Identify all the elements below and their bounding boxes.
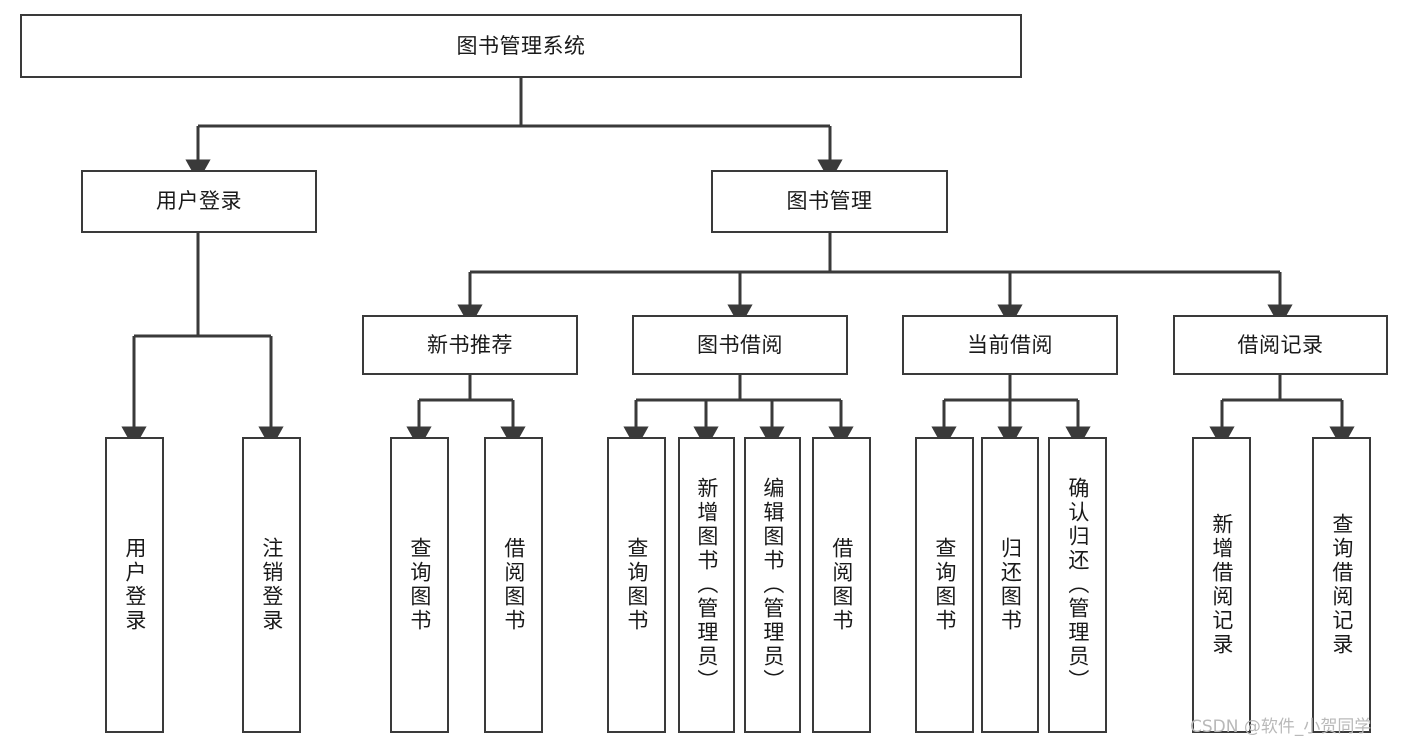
node-label: 图书借阅: [697, 332, 783, 357]
node-current-borrowing[interactable]: 当前借阅: [902, 315, 1118, 375]
node-label: 编辑图书（管理员）: [760, 477, 785, 693]
leaf-borrow-books-recommendation[interactable]: 借阅图书: [484, 437, 543, 733]
node-label: 归还图书: [998, 537, 1023, 633]
node-label: 当前借阅: [967, 332, 1053, 357]
node-root-library-management-system[interactable]: 图书管理系统: [20, 14, 1022, 78]
node-label: 注销登录: [259, 537, 284, 633]
node-label: 图书管理: [786, 189, 873, 214]
node-new-book-recommendation[interactable]: 新书推荐: [362, 315, 578, 375]
node-borrowing-records[interactable]: 借阅记录: [1173, 315, 1388, 375]
leaf-user-login[interactable]: 用户登录: [105, 437, 164, 733]
leaf-query-borrowing-record[interactable]: 查询借阅记录: [1312, 437, 1371, 733]
leaf-query-books-recommendation[interactable]: 查询图书: [390, 437, 449, 733]
node-label: 查询图书: [932, 537, 957, 633]
leaf-query-books-borrowing[interactable]: 查询图书: [607, 437, 666, 733]
node-label: 借阅图书: [829, 537, 854, 633]
leaf-add-borrowing-record[interactable]: 新增借阅记录: [1192, 437, 1251, 733]
node-user-login[interactable]: 用户登录: [81, 170, 317, 233]
leaf-confirm-return-admin[interactable]: 确认归还（管理员）: [1048, 437, 1107, 733]
node-label: 查询图书: [407, 537, 432, 633]
leaf-add-book-admin[interactable]: 新增图书（管理员）: [678, 437, 735, 733]
node-label: 查询图书: [624, 537, 649, 633]
leaf-query-books-current[interactable]: 查询图书: [915, 437, 974, 733]
node-label: 借阅记录: [1237, 332, 1324, 357]
leaf-logout[interactable]: 注销登录: [242, 437, 301, 733]
node-label: 新增图书（管理员）: [694, 477, 719, 693]
node-label: 查询借阅记录: [1329, 513, 1354, 657]
node-label: 图书管理系统: [456, 33, 586, 58]
leaf-edit-book-admin[interactable]: 编辑图书（管理员）: [744, 437, 801, 733]
node-label: 用户登录: [122, 537, 147, 633]
node-label: 新书推荐: [427, 332, 513, 357]
node-label: 借阅图书: [501, 537, 526, 633]
node-label: 确认归还（管理员）: [1065, 477, 1090, 693]
leaf-return-books[interactable]: 归还图书: [981, 437, 1039, 733]
node-book-management[interactable]: 图书管理: [711, 170, 948, 233]
leaf-borrow-books-borrowing[interactable]: 借阅图书: [812, 437, 871, 733]
node-book-borrowing[interactable]: 图书借阅: [632, 315, 848, 375]
csdn-watermark: CSDN @软件_小贺同学: [1190, 717, 1372, 737]
node-label: 新增借阅记录: [1209, 513, 1234, 657]
node-label: 用户登录: [156, 189, 242, 214]
